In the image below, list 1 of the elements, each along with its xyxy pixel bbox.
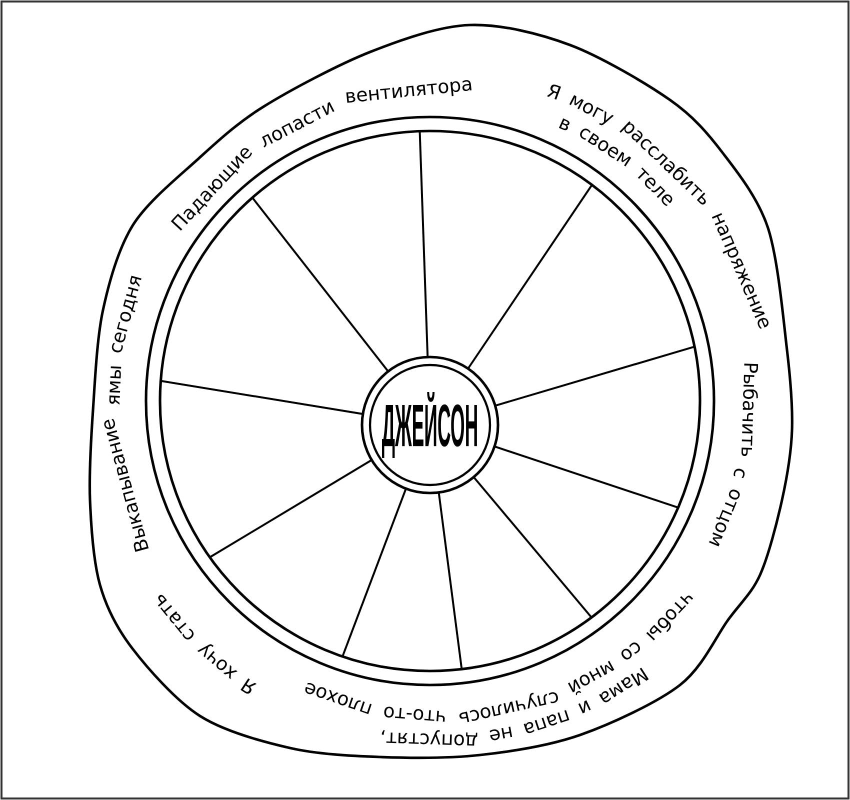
curved-label: Рыбачить с отцом (709, 364, 758, 546)
